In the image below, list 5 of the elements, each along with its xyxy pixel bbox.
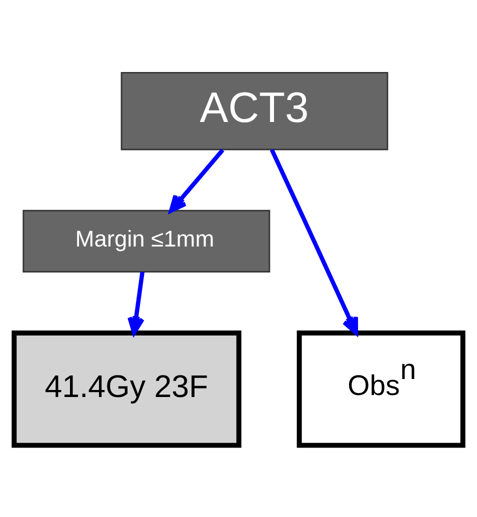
arrow (169, 148, 224, 212)
arrow (270, 148, 358, 334)
node-box: 41.4Gy 23F (12, 330, 242, 448)
node-box: ACT3 (120, 71, 388, 150)
node-box: Margin ≤1mm (22, 209, 270, 272)
